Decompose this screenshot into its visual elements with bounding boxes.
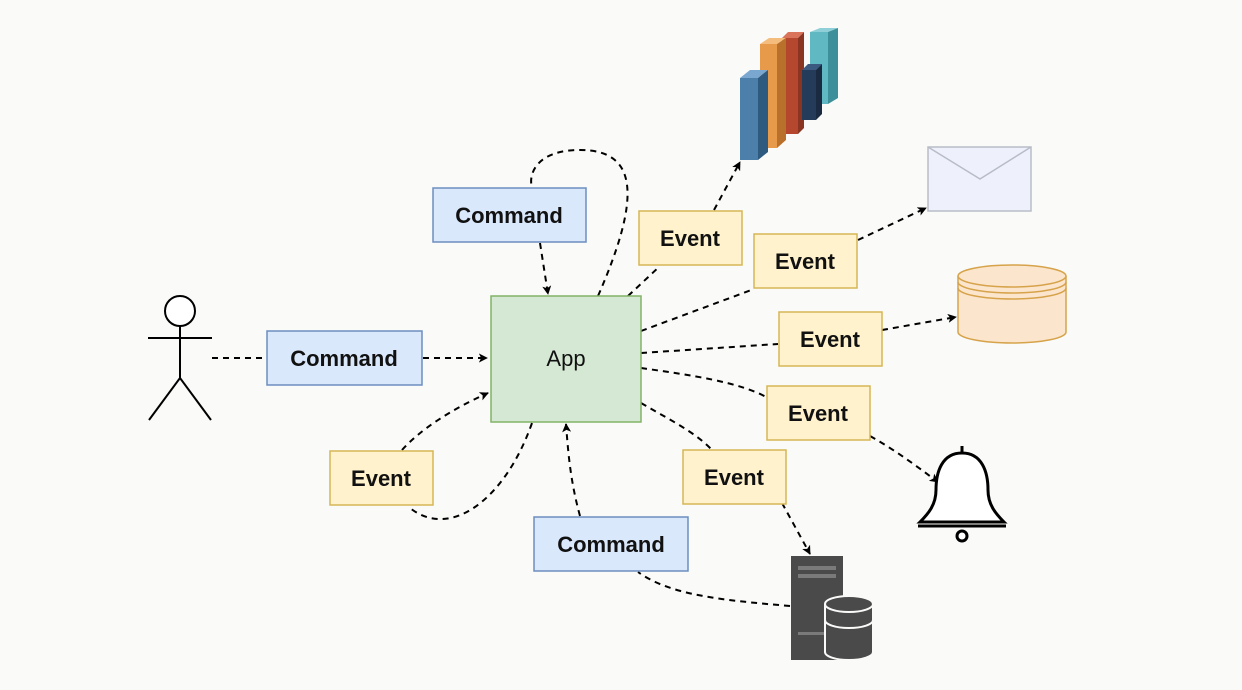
- event-node-database[interactable]: Event: [682, 449, 787, 505]
- connector-database-to-command: [637, 571, 791, 607]
- command-label: Command: [455, 203, 563, 228]
- connector-app-to-analytics-event: [627, 265, 661, 297]
- bell-icon: [916, 446, 1008, 543]
- connector-self-command-to-app: [539, 242, 552, 295]
- event-node-storage[interactable]: Event: [778, 311, 883, 367]
- app-label: App: [546, 346, 585, 371]
- command-label: Command: [290, 346, 398, 371]
- connector-event-to-analytics: [713, 161, 741, 211]
- connector-feedback-in: [401, 392, 489, 451]
- event-node-email[interactable]: Event: [753, 233, 858, 289]
- event-label: Event: [351, 466, 412, 491]
- connector-app-to-storage-event: [640, 343, 779, 354]
- command-label: Command: [557, 532, 665, 557]
- command-node-self[interactable]: Command: [432, 187, 587, 243]
- bar-chart-icon: [740, 28, 838, 160]
- connectors: [212, 148, 957, 607]
- connector-event-to-bell: [869, 435, 939, 483]
- connector-feedback-out: [409, 422, 533, 520]
- connector-app-to-email-event: [640, 288, 755, 332]
- event-node-notification[interactable]: Event: [766, 385, 871, 441]
- user-actor-icon[interactable]: [148, 295, 212, 421]
- event-label: Event: [660, 226, 721, 251]
- storage-cylinder-icon: [957, 264, 1067, 344]
- connector-event-to-storage: [881, 313, 957, 331]
- database-server-icon: [791, 556, 874, 661]
- app-node[interactable]: App: [490, 295, 642, 423]
- email-envelope-icon: [927, 146, 1032, 212]
- connector-event-to-database: [781, 502, 811, 555]
- event-label: Event: [775, 249, 836, 274]
- event-label: Event: [704, 465, 765, 490]
- event-label: Event: [800, 327, 861, 352]
- connector-self-loop-top: [530, 148, 629, 297]
- event-node-analytics[interactable]: Event: [638, 210, 743, 266]
- event-node-feedback[interactable]: Event: [329, 450, 434, 506]
- connector-event-to-email: [857, 207, 927, 241]
- command-node-actor[interactable]: Command: [266, 330, 423, 386]
- command-node-database[interactable]: Command: [533, 516, 689, 572]
- connector-app-to-notification-event: [640, 367, 769, 399]
- event-label: Event: [788, 401, 849, 426]
- connector-command-to-app-bottom: [562, 423, 581, 517]
- connector-app-to-database-event: [640, 402, 713, 451]
